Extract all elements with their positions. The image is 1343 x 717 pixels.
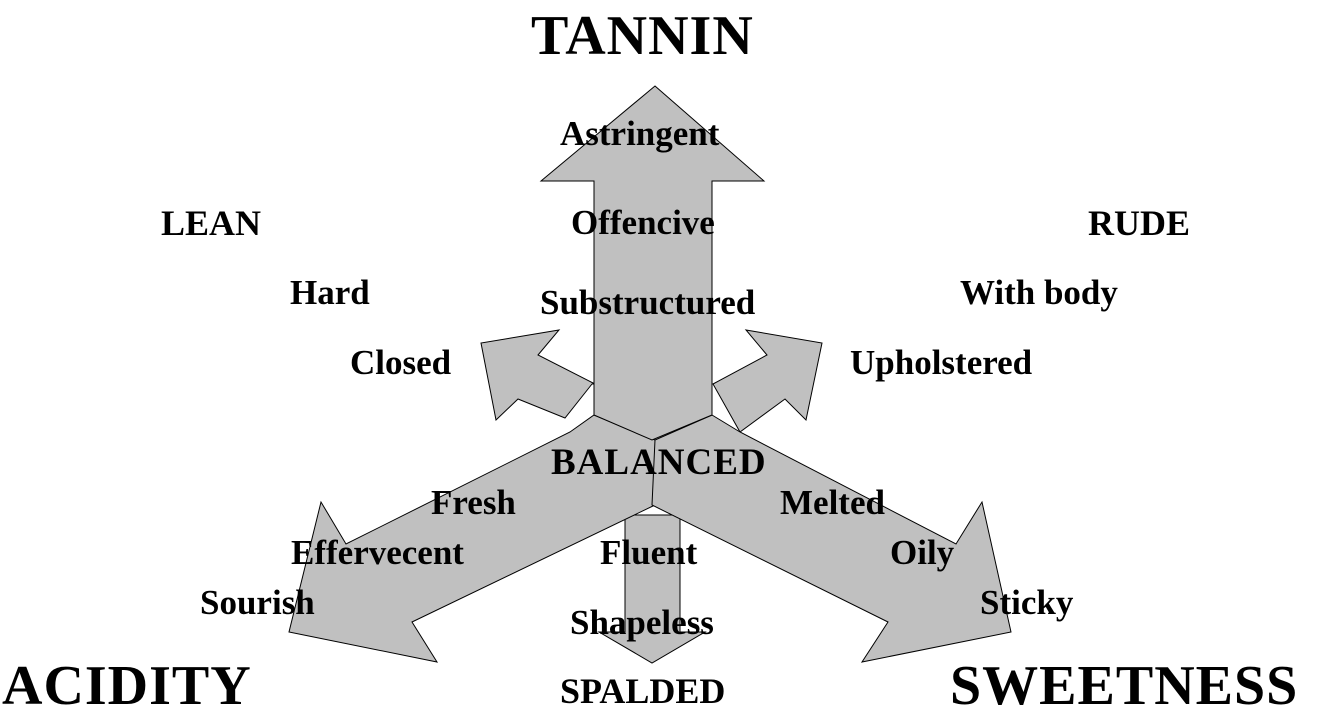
down-arrow (597, 514, 707, 664)
term-offencive: Offencive (571, 203, 715, 242)
tannin-arrow (539, 85, 766, 441)
lean-arrow (480, 329, 596, 421)
tannin-axis-label: TANNIN (531, 5, 754, 67)
term-with-body: With body (960, 273, 1118, 312)
term-fluent: Fluent (600, 533, 698, 572)
term-closed: Closed (350, 343, 452, 382)
term-fresh: Fresh (431, 483, 516, 522)
term-sticky: Sticky (980, 583, 1074, 622)
rude-arrow (712, 329, 823, 433)
term-substructured: Substructured (540, 283, 756, 322)
term-melted: Melted (780, 483, 885, 522)
term-sourish: Sourish (200, 583, 315, 622)
rude-label: RUDE (1088, 203, 1191, 243)
spalded-label: SPALDED (560, 671, 726, 711)
term-astringent: Astringent (560, 114, 720, 153)
term-shapeless: Shapeless (570, 603, 714, 642)
acidity-axis-label: ACIDITY (2, 655, 252, 717)
term-upholstered: Upholstered (850, 343, 1033, 382)
lean-label: LEAN (161, 203, 262, 243)
term-effervecent: Effervecent (291, 533, 464, 572)
term-oily: Oily (890, 533, 955, 572)
sweetness-axis-label: SWEETNESS (950, 655, 1299, 717)
balanced-label: BALANCED (551, 442, 767, 483)
term-hard: Hard (290, 273, 370, 312)
sweetness-arrow (651, 414, 1012, 663)
